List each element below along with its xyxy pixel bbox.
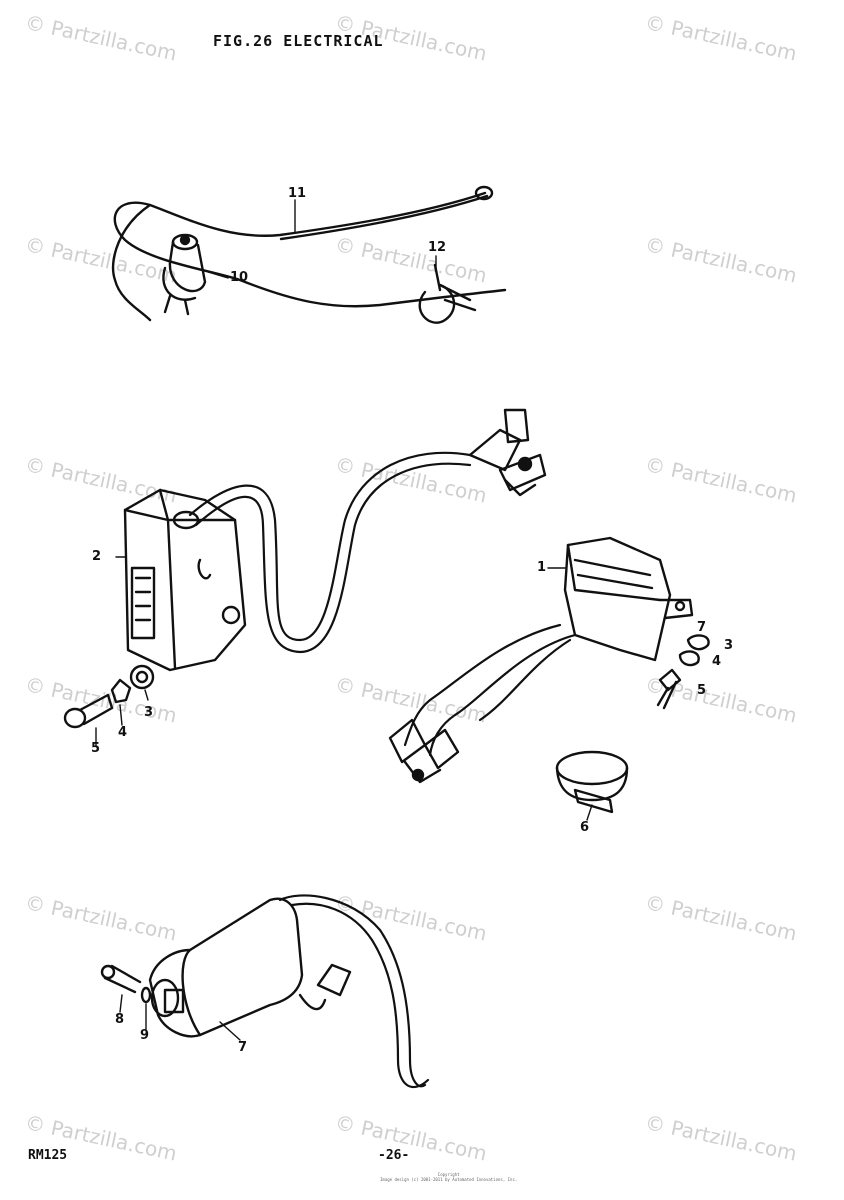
- washer-part-3-left: [129, 664, 155, 690]
- cdi-unit-part-2: [123, 488, 247, 672]
- leader-lines: [95, 199, 593, 1041]
- callout-1: 1: [537, 560, 547, 575]
- wire-clamp-part-12: [418, 263, 477, 324]
- callout-7-coil: 7: [238, 1040, 248, 1055]
- callout-2: 2: [92, 549, 102, 564]
- callout-9-coil: 9: [140, 1028, 150, 1043]
- cdi-lead-wire: [188, 451, 472, 654]
- lead-connectors: [468, 408, 547, 497]
- callout-8: 8: [115, 1012, 125, 1027]
- page-number: -26-: [378, 1148, 410, 1163]
- washer-part-9-coil: [140, 986, 152, 1004]
- callout-11: 11: [288, 186, 307, 201]
- wire-harness-part-11: [111, 185, 507, 322]
- clamp-band-part-6: [555, 750, 629, 814]
- callout-10: 10: [230, 270, 249, 285]
- rectifier-unit-part-1: [563, 536, 694, 662]
- callout-4-left: 4: [118, 725, 128, 740]
- kill-switch-part-10: [162, 233, 207, 316]
- callout-3-right: 3: [724, 638, 734, 653]
- model-label: RM125: [28, 1148, 68, 1163]
- callout-4-right: 4: [712, 654, 722, 669]
- callout-7-right: 7: [697, 620, 707, 635]
- callout-12: 12: [428, 240, 447, 255]
- callout-6: 6: [580, 820, 590, 835]
- copyright-notice: Copyright Image design (c) 2001-2011 by …: [380, 1172, 517, 1182]
- copyright-line-1: Copyright: [437, 1172, 460, 1177]
- bolt-part-5-left: [63, 693, 114, 729]
- bolt-part-8: [100, 964, 142, 994]
- rectifier-harness: [388, 623, 577, 784]
- washer-part-3-right: [686, 634, 710, 651]
- callout-5-right: 5: [697, 683, 707, 698]
- nut-part-4-right: [678, 650, 700, 667]
- nut-part-4-left: [110, 678, 132, 704]
- callout-3-left: 3: [144, 705, 154, 720]
- figure-title: FIG.26 ELECTRICAL: [213, 32, 384, 50]
- copyright-line-2: Image design (c) 2001-2011 by Automated …: [380, 1177, 518, 1182]
- callout-5-left: 5: [91, 741, 101, 756]
- bolt-part-9-right: [656, 668, 682, 710]
- ignition-coil-part-7: [148, 894, 430, 1089]
